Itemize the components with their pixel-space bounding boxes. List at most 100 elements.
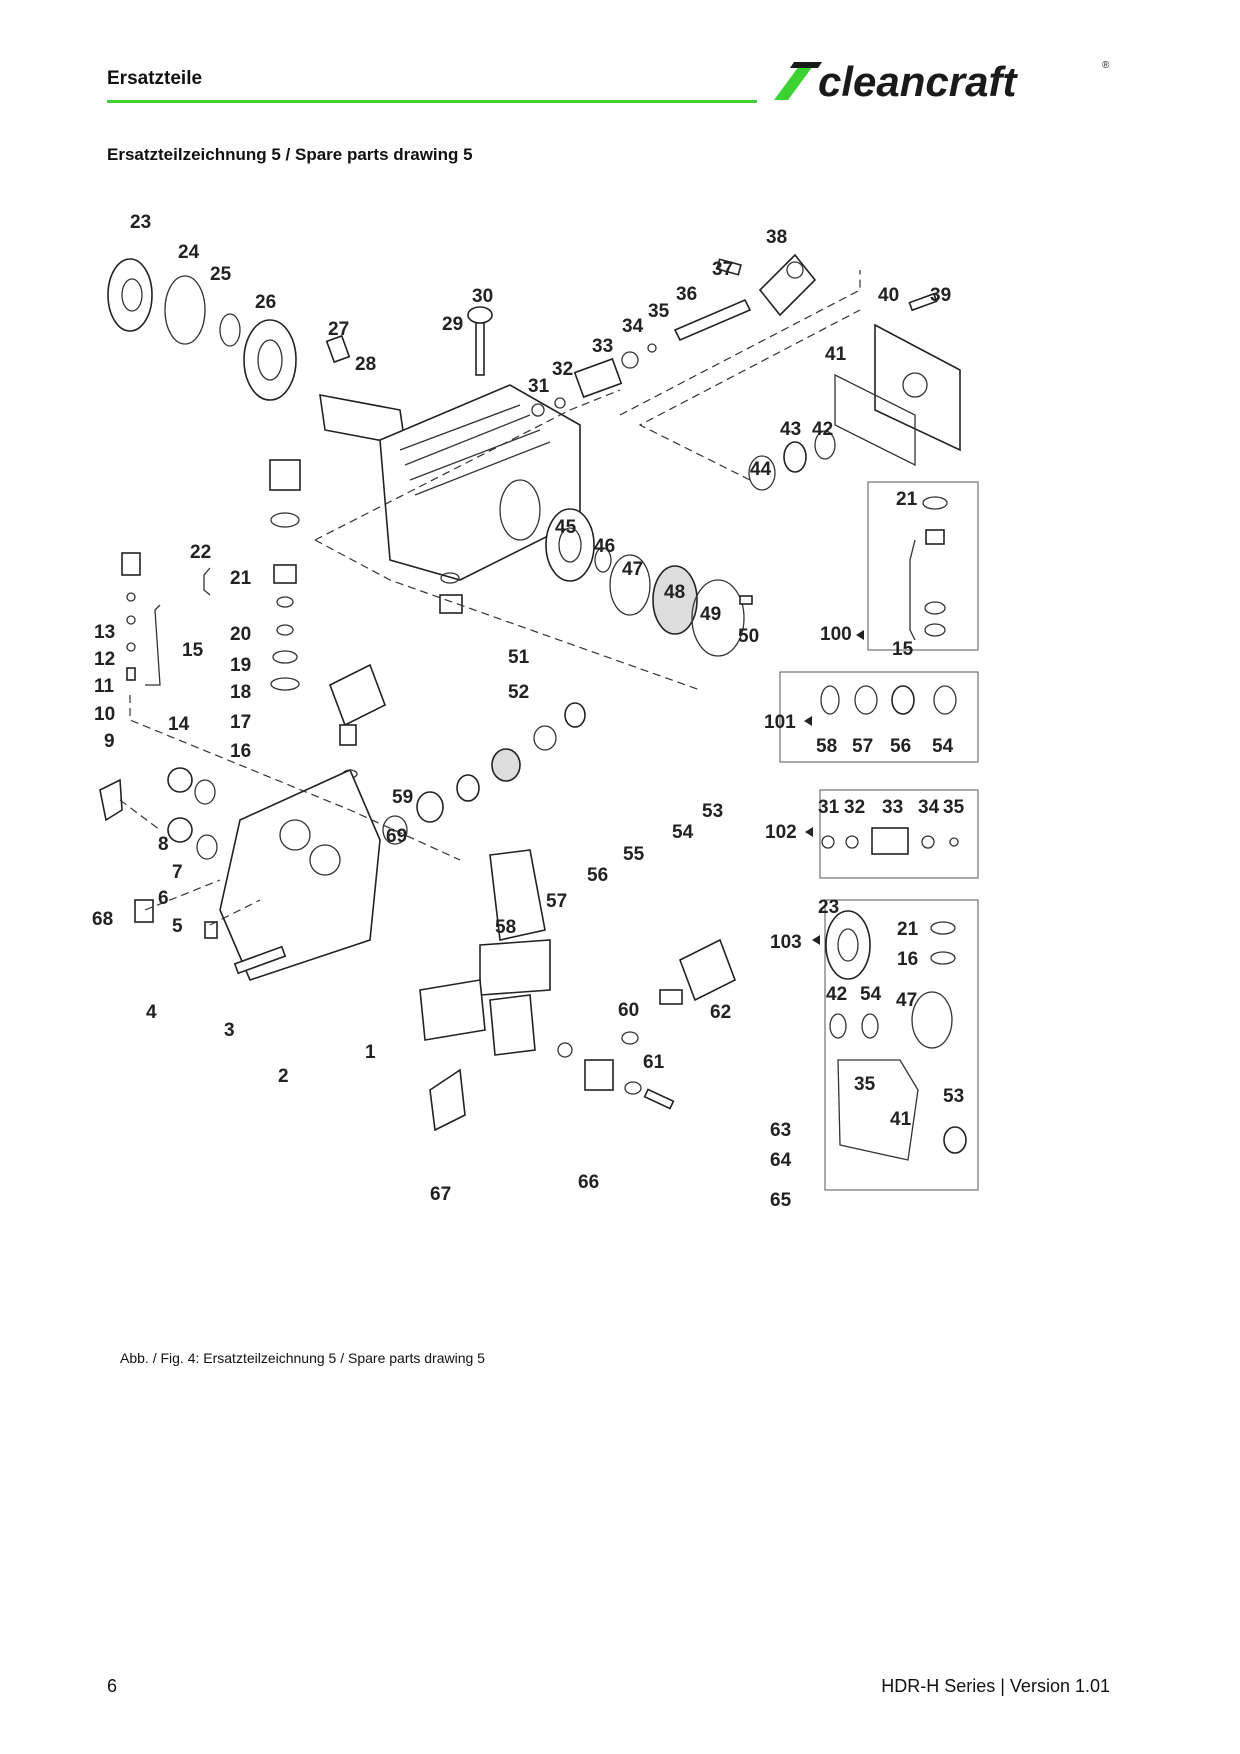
part-label-38: 38 [766, 227, 787, 248]
kit-100-item-21: 21 [896, 489, 918, 510]
leader-lines [119, 270, 916, 926]
part-label-33: 33 [592, 336, 613, 357]
part-label-46: 46 [594, 536, 615, 557]
kit-label-103: 103 [770, 932, 802, 953]
kit-102-item-31: 31 [818, 797, 840, 818]
part-label-39: 39 [930, 285, 951, 306]
kit-100-item-15: 15 [892, 639, 914, 660]
part-label-12: 12 [94, 649, 115, 670]
part-label-37: 37 [712, 259, 733, 280]
kit-102-item-32: 32 [844, 797, 865, 818]
cleancraft-logo: cleancraft ® [774, 58, 1110, 105]
part-label-56: 56 [587, 865, 608, 886]
kit-103-item-53: 53 [943, 1086, 964, 1107]
part-label-68: 68 [92, 909, 113, 930]
part-label-55: 55 [623, 844, 645, 865]
part-label-32: 32 [552, 359, 573, 380]
kit-103-item-16: 16 [897, 949, 918, 970]
part-label-67: 67 [430, 1184, 451, 1205]
part-label-3: 3 [224, 1020, 235, 1041]
part-label-66: 66 [578, 1172, 599, 1193]
kit-103-item-54: 54 [860, 984, 882, 1005]
part-label-19: 19 [230, 655, 251, 676]
part-label-16: 16 [230, 741, 251, 762]
part-label-20: 20 [230, 624, 251, 645]
kit-103-item-23: 23 [818, 897, 839, 918]
kit-103-item-21: 21 [897, 919, 919, 940]
part-label-6: 6 [158, 888, 169, 909]
part-labels: 23 24 25 26 27 28 29 30 31 32 33 34 35 3… [92, 212, 951, 1211]
part-label-53: 53 [702, 801, 723, 822]
part-label-48: 48 [664, 582, 685, 603]
part-label-29: 29 [442, 314, 463, 335]
kit-103-item-42: 42 [826, 984, 847, 1005]
kit-103-item-35: 35 [854, 1074, 876, 1095]
part-label-5: 5 [172, 916, 183, 937]
logo-registered-mark: ® [1102, 60, 1110, 71]
kit-101-item-54: 54 [932, 736, 954, 757]
part-label-7: 7 [172, 862, 183, 883]
kit-101-item-57: 57 [852, 736, 873, 757]
kit-label-102: 102 [765, 822, 797, 843]
kit-label-101: 101 [764, 712, 796, 733]
part-label-64: 64 [770, 1150, 792, 1171]
part-label-35: 35 [648, 301, 670, 322]
part-label-54: 54 [672, 822, 694, 843]
kit-boxes [779, 481, 979, 1191]
part-label-57: 57 [546, 891, 567, 912]
section-title: Ersatzteile [107, 68, 203, 89]
part-label-59: 59 [392, 787, 413, 808]
part-label-4: 4 [146, 1002, 157, 1023]
kit-103-item-41: 41 [890, 1109, 912, 1130]
part-label-14: 14 [168, 714, 190, 735]
part-label-62: 62 [710, 1002, 731, 1023]
page-number: 6 [107, 1676, 118, 1696]
part-label-69: 69 [386, 826, 407, 847]
part-label-41: 41 [825, 344, 847, 365]
kit-label-100: 100 [820, 624, 852, 645]
part-label-34: 34 [622, 316, 644, 337]
part-label-26: 26 [255, 292, 276, 313]
part-label-43: 43 [780, 419, 801, 440]
spare-parts-drawing: 23 24 25 26 27 28 29 30 31 32 33 34 35 3… [92, 212, 979, 1211]
part-label-27: 27 [328, 319, 349, 340]
kit-pointers [804, 630, 864, 945]
kit-labels: 100 21 15 101 58 57 56 54 102 31 32 33 3… [764, 489, 965, 1130]
kit-103-item-47: 47 [896, 990, 917, 1011]
logo-mark-icon [774, 62, 822, 100]
part-label-13: 13 [94, 622, 115, 643]
part-label-61: 61 [643, 1052, 665, 1073]
part-label-60: 60 [618, 1000, 639, 1021]
part-shapes [99, 253, 961, 1132]
part-label-21: 21 [230, 568, 252, 589]
part-label-50: 50 [738, 626, 759, 647]
part-label-25: 25 [210, 264, 232, 285]
kit-102-item-34: 34 [918, 797, 940, 818]
part-label-58: 58 [495, 917, 516, 938]
part-label-17: 17 [230, 712, 251, 733]
part-label-30: 30 [472, 286, 493, 307]
part-label-40: 40 [878, 285, 899, 306]
part-label-18: 18 [230, 682, 251, 703]
part-label-44: 44 [750, 459, 772, 480]
footer-doc-info: HDR-H Series | Version 1.01 [881, 1676, 1110, 1696]
kit-101-item-56: 56 [890, 736, 911, 757]
part-label-23: 23 [130, 212, 151, 233]
part-label-28: 28 [355, 354, 376, 375]
part-label-42: 42 [812, 419, 833, 440]
part-label-9: 9 [104, 731, 115, 752]
part-label-45: 45 [555, 517, 577, 538]
part-label-63: 63 [770, 1120, 791, 1141]
part-label-52: 52 [508, 682, 529, 703]
part-label-65: 65 [770, 1190, 792, 1211]
part-label-36: 36 [676, 284, 697, 305]
part-label-49: 49 [700, 604, 721, 625]
drawing-title: Ersatzteilzeichnung 5 / Spare parts draw… [107, 145, 473, 164]
part-label-1: 1 [365, 1042, 376, 1063]
part-label-47: 47 [622, 559, 643, 580]
part-label-8: 8 [158, 834, 169, 855]
part-label-10: 10 [94, 704, 115, 725]
logo-wordmark: cleancraft [818, 58, 1018, 105]
part-label-31: 31 [528, 376, 550, 397]
header-rule [107, 100, 757, 103]
